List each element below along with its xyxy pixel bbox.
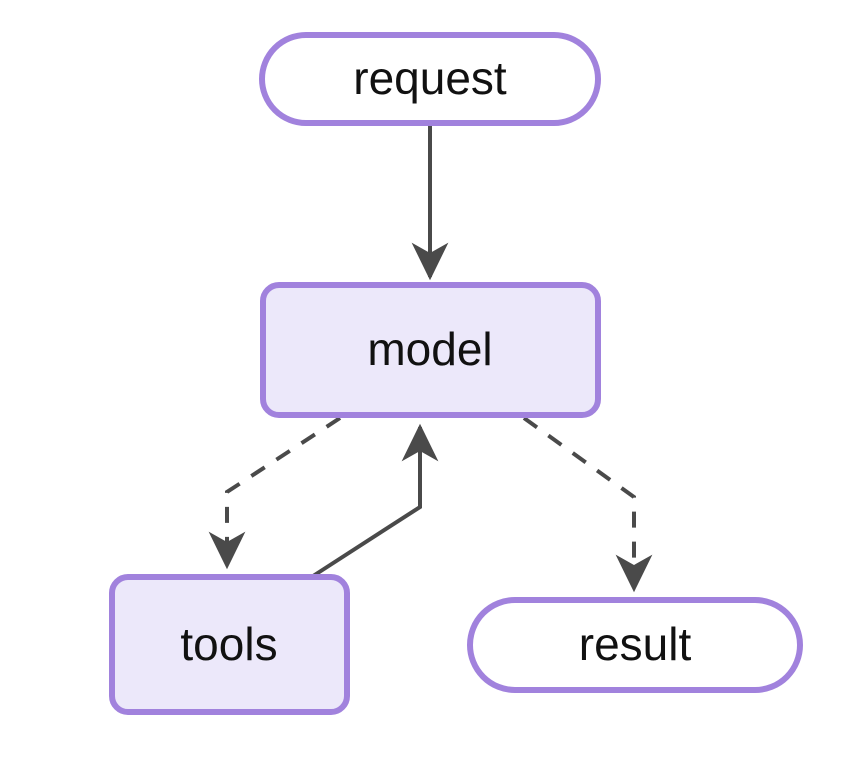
- node-model[interactable]: model: [260, 282, 601, 418]
- edge-layer: [208, 126, 653, 593]
- edge-tools-to-model: [308, 423, 439, 580]
- node-layer: request model tools result: [109, 32, 803, 715]
- node-tools[interactable]: tools: [109, 574, 350, 715]
- node-request-shape[interactable]: [259, 32, 601, 126]
- edge-model-to-tools: [208, 416, 342, 570]
- node-tools-shape[interactable]: [109, 574, 350, 715]
- edge-model-to-result: [522, 416, 653, 593]
- node-request[interactable]: request: [259, 32, 601, 126]
- node-model-shape[interactable]: [260, 282, 601, 418]
- node-result[interactable]: result: [467, 597, 803, 693]
- node-result-shape[interactable]: [467, 597, 803, 693]
